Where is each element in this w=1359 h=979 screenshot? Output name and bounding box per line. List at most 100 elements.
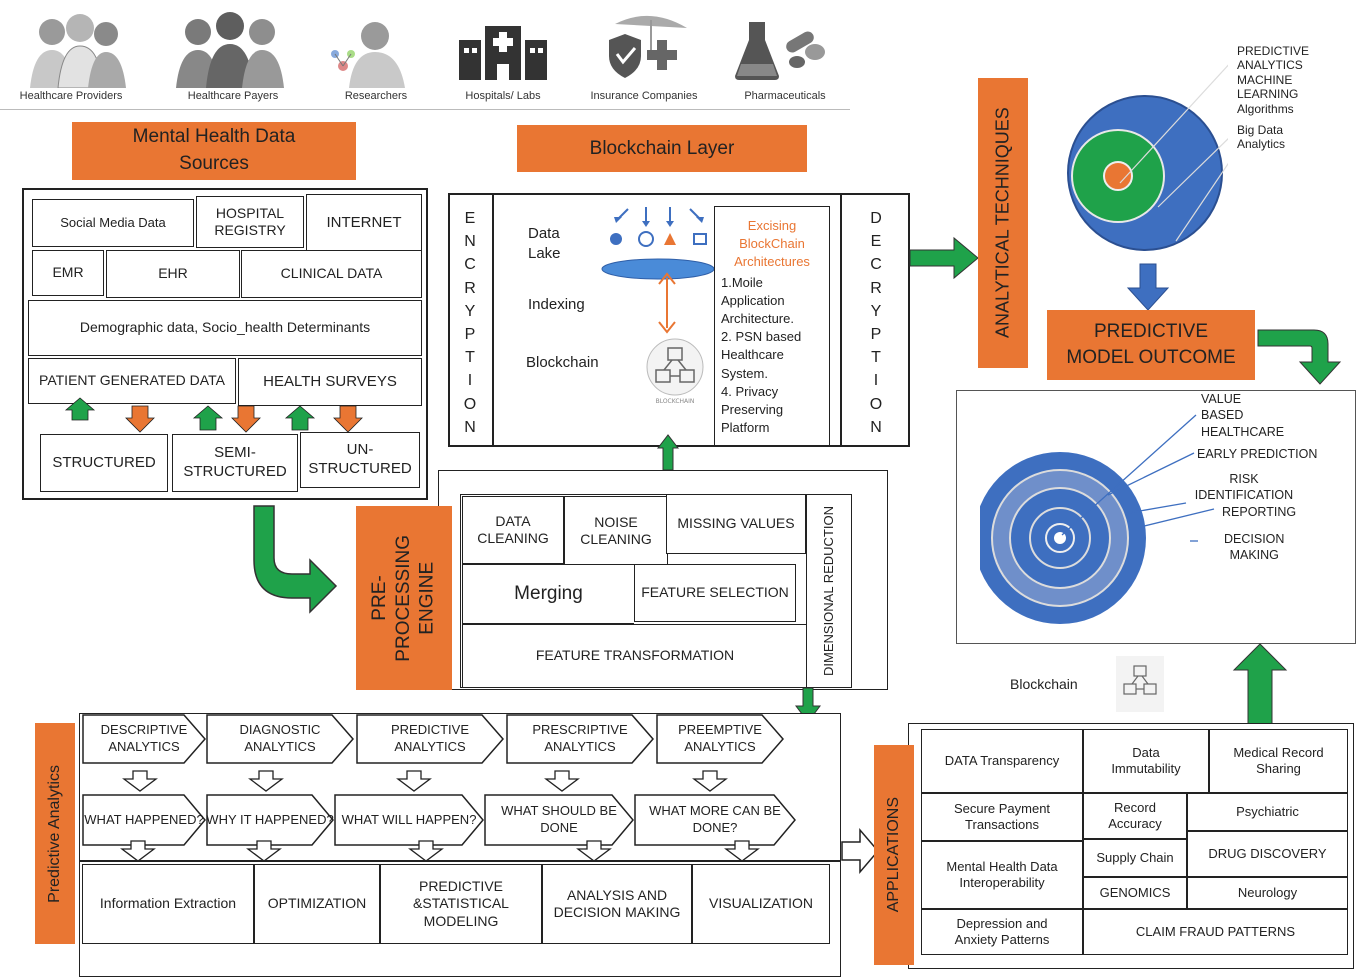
predictive-analytics-ml-label: PREDICTIVE ANALYTICS MACHINE LEARNING Al… bbox=[1237, 44, 1309, 116]
analytics-type: PREDICTIVE ANALYTICS bbox=[356, 714, 504, 764]
stakeholder-label: Pharmaceuticals bbox=[744, 90, 826, 102]
technique-label-line: LEARNING bbox=[1237, 87, 1299, 102]
analytics-to-outcome-arrow bbox=[1126, 263, 1170, 311]
down-arrow-icon bbox=[246, 840, 282, 862]
technique-label-line: Analytics bbox=[1237, 137, 1286, 152]
analytics-question-shape bbox=[334, 794, 484, 846]
down-arrow-icon bbox=[408, 840, 444, 862]
decryption-letter: E bbox=[870, 233, 882, 251]
down-arrow-icon bbox=[120, 840, 156, 862]
down-arrow-icon bbox=[122, 770, 158, 792]
outcome-title-line2: MODEL OUTCOME bbox=[1066, 347, 1236, 368]
stakeholder-label: Researchers bbox=[344, 90, 408, 102]
neurology: Neurology bbox=[1187, 877, 1348, 909]
technique-label-line: ANALYTICS bbox=[1237, 58, 1303, 73]
existing-architectures-title: Excising BlockChain Architectures bbox=[734, 218, 810, 270]
outcome-label-line: VALUE bbox=[1201, 392, 1242, 406]
applications-title: APPLICATIONS bbox=[874, 745, 914, 965]
analytics-type: DIAGNOSTIC ANALYTICS bbox=[206, 714, 354, 764]
analytics-question-shape bbox=[206, 794, 334, 846]
data-flow-arrows bbox=[64, 397, 363, 433]
merging: Merging bbox=[462, 564, 634, 624]
encryption-letter: R bbox=[464, 279, 476, 297]
encryption-letter: C bbox=[464, 256, 476, 274]
analytics-question: WHY IT HAPPENED? bbox=[206, 794, 334, 846]
decryption-letter: N bbox=[870, 418, 882, 436]
drug-discovery: DRUG DISCOVERY bbox=[1187, 831, 1348, 877]
health-surveys: HEALTH SURVEYS bbox=[238, 358, 422, 406]
analytics-type: PRESCRIPTIVE ANALYTICS bbox=[506, 714, 654, 764]
analytics-question-label: WHAT SHOULD BE DONE bbox=[501, 803, 617, 835]
down-arrow-icon bbox=[544, 770, 580, 792]
outcome-to-results-arrow bbox=[1257, 329, 1342, 385]
analytics-question-label: WHAT MORE CAN BE DONE? bbox=[649, 803, 781, 835]
existing-architecture-item: 4. Privacy Preserving Platform bbox=[721, 383, 784, 436]
green-up-arrow bbox=[64, 397, 316, 431]
analytics-type-shape bbox=[656, 714, 784, 764]
encryption-letter: I bbox=[467, 372, 473, 390]
decryption-letter: Y bbox=[870, 302, 882, 320]
feature-selection: FEATURE SELECTION bbox=[634, 564, 796, 622]
preprocessing-title-line: PRE- bbox=[369, 575, 391, 621]
social-media-data: Social Media Data bbox=[32, 199, 194, 247]
applications-to-outcome-arrow bbox=[1232, 643, 1288, 725]
data-sources-title-line2: Sources bbox=[179, 153, 249, 174]
psychiatric: Psychiatric bbox=[1187, 793, 1348, 831]
blockchain-cube-icon: BLOCKCHAIN bbox=[646, 338, 704, 405]
analytics-to-applications-arrow bbox=[841, 827, 879, 875]
technique-label-line: MACHINE bbox=[1237, 72, 1293, 87]
healthcare-payers-icon bbox=[176, 12, 284, 88]
dimensional-reduction: DIMENSIONAL REDUCTION bbox=[806, 494, 852, 688]
information-extraction: Information Extraction bbox=[82, 864, 254, 944]
analytics-type-shape bbox=[206, 714, 354, 764]
technique-label-line: PREDICTIVE bbox=[1237, 44, 1310, 58]
analytical-techniques-title: ANALYTICAL TECHNIQUES bbox=[978, 78, 1028, 368]
stakeholder-label: Insurance Companies bbox=[590, 90, 698, 102]
down-arrow-icon bbox=[576, 840, 612, 862]
decryption-letter: C bbox=[870, 256, 882, 274]
stakeholder-label: Healthcare Providers bbox=[19, 90, 123, 102]
encryption-letter: O bbox=[463, 395, 477, 413]
analytics-type: PREEMPTIVE ANALYTICS bbox=[656, 714, 784, 764]
data-sources-title-line1: Mental Health Data bbox=[132, 126, 296, 148]
analytics-type-label: PRESCRIPTIVE ANALYTICS bbox=[532, 722, 628, 754]
stakeholder-label: Hospitals/ Labs bbox=[465, 90, 541, 102]
big-data-analytics-label: Big Data Analytics bbox=[1237, 123, 1285, 152]
risk-identification-label: RISK IDENTIFICATION REPORTING bbox=[1192, 471, 1296, 520]
analytics-question-label: WHAT WILL HAPPEN? bbox=[341, 811, 477, 827]
decryption-letter: O bbox=[869, 395, 883, 413]
internet: INTERNET bbox=[306, 194, 422, 252]
feature-transformation: FEATURE TRANSFORMATION bbox=[462, 624, 808, 688]
outcome-label-line: IDENTIFICATION bbox=[1194, 488, 1294, 503]
decision-making-label: DECISION MAKING bbox=[1224, 531, 1284, 564]
secure-payment-transactions: Secure Payment Transactions bbox=[921, 793, 1083, 841]
optimization: OPTIMIZATION bbox=[254, 864, 380, 944]
decryption-letter: P bbox=[870, 325, 882, 343]
stakeholder-label: Healthcare Payers bbox=[187, 90, 279, 102]
insurance-icon bbox=[609, 15, 687, 78]
healthcare-providers-icon bbox=[30, 14, 126, 88]
blockchain-to-analytics-arrow bbox=[909, 236, 979, 280]
researchers-icon bbox=[331, 22, 405, 88]
missing-values: MISSING VALUES bbox=[666, 494, 806, 554]
stakeholder-strip: Healthcare Providers Healthcare Payers R… bbox=[0, 0, 850, 110]
outcome-label-line: REPORTING bbox=[1222, 504, 1297, 519]
pharmaceuticals-icon bbox=[735, 22, 825, 80]
analytics-type-shape bbox=[82, 714, 206, 764]
outcome-label-line: RISK bbox=[1229, 472, 1259, 486]
down-arrow-icon bbox=[396, 770, 432, 792]
blockchain-label: Blockchain bbox=[1010, 676, 1078, 692]
analytics-question-label: WHY IT HAPPENED? bbox=[206, 811, 334, 827]
encryption-letter: Y bbox=[464, 302, 476, 320]
predictive-analytics-title: Predictive Analytics bbox=[35, 723, 75, 944]
patient-generated-data: PATIENT GENERATED DATA bbox=[28, 358, 236, 404]
data-cleaning: DATA CLEANING bbox=[462, 496, 564, 564]
analytics-question: WHAT HAPPENED? bbox=[82, 794, 206, 846]
hospital-registry: HOSPITAL REGISTRY bbox=[196, 196, 304, 248]
preprocessing-title: PRE- PROCESSING ENGINE bbox=[356, 506, 452, 690]
orange-down-arrow bbox=[125, 405, 363, 433]
ehr: EHR bbox=[106, 250, 240, 298]
blockchain-icon-caption: BLOCKCHAIN bbox=[656, 398, 695, 405]
